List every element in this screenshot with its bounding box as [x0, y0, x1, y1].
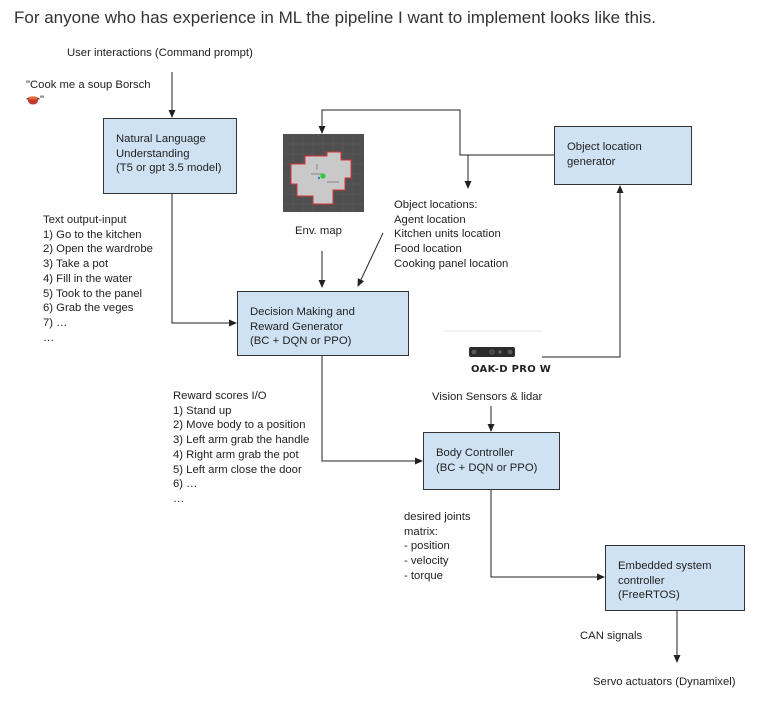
object-location-item: Food location	[394, 243, 462, 256]
embedded-line-3: (FreeRTOS)	[618, 589, 680, 602]
reward-scores-heading: Reward scores I/O	[173, 390, 267, 402]
decision-line-1: Decision Making and	[250, 306, 355, 318]
decision-making-box: Decision Making and Reward Generator (BC…	[237, 291, 409, 356]
text-output-item: 7) …	[43, 316, 68, 329]
text-output-item: 3) Take a pot	[43, 258, 109, 271]
text-output-item: 5) Took to the panel	[43, 287, 143, 300]
reward-scores-list: Reward scores I/O 1) Stand up 2) Move bo…	[173, 389, 309, 507]
nlu-box: Natural Language Understanding (T5 or gp…	[103, 118, 237, 194]
text-output-heading: Text output-input	[43, 214, 127, 226]
vision-sensors-label: Vision Sensors & lidar	[432, 391, 543, 403]
camera-brand-label: OAK-D PRO W	[471, 364, 552, 375]
reward-score-item: 4) Right arm grab the pot	[173, 448, 299, 461]
reward-score-item: …	[173, 492, 185, 505]
oak-d-camera-image	[444, 330, 542, 357]
user-interactions-label: User interactions (Command prompt)	[67, 47, 253, 59]
desired-joints-item: - velocity	[404, 555, 449, 568]
text-output-item: 1) Go to the kitchen	[43, 228, 142, 241]
decision-line-2: Reward Generator	[250, 320, 343, 333]
body-line-2: (BC + DQN or PPO)	[436, 461, 538, 474]
desired-joints-item: - position	[404, 540, 450, 553]
arrow-locations-to-decision	[357, 232, 384, 287]
object-locations-heading: Object locations:	[394, 199, 478, 211]
decision-line-3: (BC + DQN or PPO)	[250, 335, 352, 348]
arrow-camera-to-objgen	[542, 185, 624, 358]
desired-joints-list: desired joints matrix: - position - velo…	[404, 510, 471, 584]
object-location-item: Agent location	[394, 213, 466, 226]
reward-score-item: 5) Left arm close the door	[173, 463, 302, 476]
soup-pot-icon	[26, 96, 40, 105]
objgen-line-2: generator	[567, 155, 616, 168]
prompt-example-line1: "Cook me a soup Borsch	[26, 79, 151, 91]
nlu-line-1: Natural Language	[116, 133, 206, 145]
object-location-generator-box: Object location generator	[554, 126, 692, 185]
page-heading: For anyone who has experience in ML the …	[14, 8, 656, 27]
arrow-nlu-to-decision	[171, 194, 237, 327]
body-controller-box: Body Controller (BC + DQN or PPO)	[423, 432, 560, 490]
prompt-example-line2: "	[40, 93, 45, 106]
object-location-item: Cooking panel location	[394, 257, 509, 270]
arrow-body-to-embedded	[490, 490, 605, 581]
reward-score-item: 2) Move body to a position	[173, 419, 306, 432]
prompt-example: "Cook me a soup Borsch "	[26, 78, 151, 107]
nlu-line-3: (T5 or gpt 3.5 model)	[116, 162, 222, 175]
reward-score-item: 3) Left arm grab the handle	[173, 434, 310, 447]
arrow-objgen-to-map	[318, 109, 554, 156]
desired-joints-heading: desired joints	[404, 511, 471, 523]
objgen-line-1: Object location	[567, 141, 642, 153]
embedded-line-1: Embedded system	[618, 560, 712, 572]
embedded-line-2: controller	[618, 574, 665, 587]
object-location-item: Kitchen units location	[394, 228, 501, 241]
text-output-item: 4) Fill in the water	[43, 272, 133, 285]
arrow-decision-to-body	[321, 356, 423, 465]
environment-map-image	[283, 134, 364, 212]
text-output-list: Text output-input 1) Go to the kitchen 2…	[43, 213, 153, 345]
embedded-controller-box: Embedded system controller (FreeRTOS)	[605, 545, 745, 611]
servo-actuators-label: Servo actuators (Dynamixel)	[593, 676, 736, 688]
reward-score-item: 6) …	[173, 478, 198, 491]
text-output-item: …	[43, 331, 55, 344]
reward-score-item: 1) Stand up	[173, 404, 232, 417]
nlu-line-2: Understanding	[116, 147, 190, 160]
text-output-item: 6) Grab the veges	[43, 302, 134, 315]
desired-joints-item: - torque	[404, 569, 443, 582]
body-line-1: Body Controller	[436, 447, 514, 459]
env-map-label: Env. map	[295, 225, 342, 237]
can-signals-label: CAN signals	[580, 630, 643, 642]
text-output-item: 2) Open the wardrobe	[43, 243, 153, 256]
object-locations-list: Object locations: Agent location Kitchen…	[394, 198, 508, 272]
desired-joints-item: matrix:	[404, 525, 438, 538]
